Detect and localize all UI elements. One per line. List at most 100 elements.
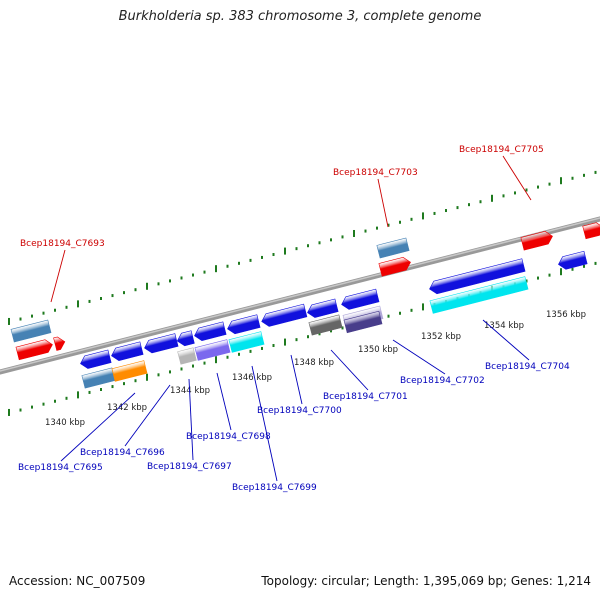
scale-tick-label: 1352 kbp [421,332,461,342]
scale-dot [330,238,332,242]
scale-dot [410,217,413,221]
scale-dot [514,191,516,195]
scale-dot [318,332,321,336]
scale-dot [571,267,574,271]
scale-dot [399,220,401,224]
scale-dot [560,268,562,276]
scale-dot [525,279,528,283]
scale-dot [180,367,183,371]
gene-blue [261,303,308,327]
scale-dot [111,294,114,298]
gene-label-bcep18194-c7697: Bcep18194_C7697 [147,462,232,472]
scale-dot [284,247,286,255]
scale-dot [65,305,68,309]
gene-bcep18194-c7693 [15,339,53,361]
leader-line [216,372,232,431]
gene-label-bcep18194-c7695: Bcep18194_C7695 [18,463,103,473]
scale-dot [249,258,252,262]
scale-dot [525,188,528,192]
scale-tick-label: 1340 kbp [45,418,85,428]
scale-dot [376,226,378,230]
backbone-highlight [0,217,600,372]
scale-tick-label: 1350 kbp [358,345,398,355]
scale-dot [88,390,91,394]
gene-bcep18194-c7701 [308,314,343,336]
scale-dot [410,308,413,312]
map-title: Burkholderia sp. 383 chromosome 3, compl… [118,9,482,24]
leader-line [482,319,530,361]
scale-tick-label: 1354 kbp [484,321,524,331]
scale-dot [445,209,447,213]
scale-dot [537,185,539,189]
scale-dot [307,244,309,248]
scale-tick-label: 1346 kbp [232,373,272,383]
gene-label-bcep18194-c7700: Bcep18194_C7700 [257,406,342,416]
leader-line [188,378,194,461]
gene-label-bcep18194-c7699: Bcep18194_C7699 [232,483,317,493]
gene-bcep18194-c7705 [520,231,553,251]
scale-tick-label: 1348 kbp [294,358,334,368]
scale-dot [284,338,286,346]
scale-dot [54,308,56,312]
scale-dot [54,399,56,403]
scale-dot [330,329,332,333]
scale-dot [468,203,470,207]
scale-dot [353,229,355,237]
gene-label-bcep18194-c7702: Bcep18194_C7702 [400,376,485,386]
gene-blue [341,288,380,310]
scale-dot [134,288,137,292]
scale-dot [100,297,102,300]
scale-dot [169,279,171,283]
gene-bcep18194-c7703 [378,257,411,277]
scale-dot [8,408,10,416]
scale-dot [594,170,597,174]
genome-summary-text: Topology: circular; Length: 1,395,069 bp… [261,574,591,588]
scale-dot [42,402,45,406]
scale-dot [341,326,344,330]
gene-steel [10,319,52,343]
scale-dot [548,273,551,277]
scale-dot [77,300,79,308]
gene-blue [307,298,339,318]
gene-blue-edge [558,250,588,270]
lower-scale-track [8,261,597,416]
scale-dot [594,261,597,265]
gene-label-bcep18194-c7705: Bcep18194_C7705 [459,145,544,155]
scale-dot [433,211,436,215]
leader-line [290,354,303,405]
gene-bcep18194-c7696 [111,360,148,382]
scale-dot [491,194,493,202]
scale-dot [157,373,160,377]
scale-dot [192,273,194,277]
gene-bcep18194-c7699 [228,331,265,353]
scale-dot [100,388,102,391]
leader-line [377,178,389,228]
scale-dot [307,335,309,339]
scale-dot [203,270,206,274]
scale-dot [341,235,344,239]
scale-dot [261,346,263,350]
scale-dot [226,264,229,268]
gene-label-bcep18194-c7693: Bcep18194_C7693 [20,239,105,249]
scale-dot [387,223,390,227]
gene-steel [376,237,410,259]
gene-steel [81,367,116,389]
gene-label-bcep18194-c7703: Bcep18194_C7703 [333,168,418,178]
gene-label-bcep18194-c7704: Bcep18194_C7704 [485,362,570,372]
scale-dot [399,311,401,315]
scale-dot [548,182,551,186]
scale-dot [318,241,321,245]
scale-dot [238,261,240,265]
gene-bcep18194-c7698 [194,339,231,361]
gene-blue [227,314,261,335]
gene-red-edge [582,222,600,240]
scale-dot [583,173,585,177]
gene-blue-small [176,330,195,347]
scale-tick-label: 1342 kbp [107,403,147,413]
scale-dot [261,255,263,259]
scale-dot [364,229,367,233]
scale-dot [456,206,459,210]
scale-dot [479,200,482,204]
scale-dot [249,349,252,353]
